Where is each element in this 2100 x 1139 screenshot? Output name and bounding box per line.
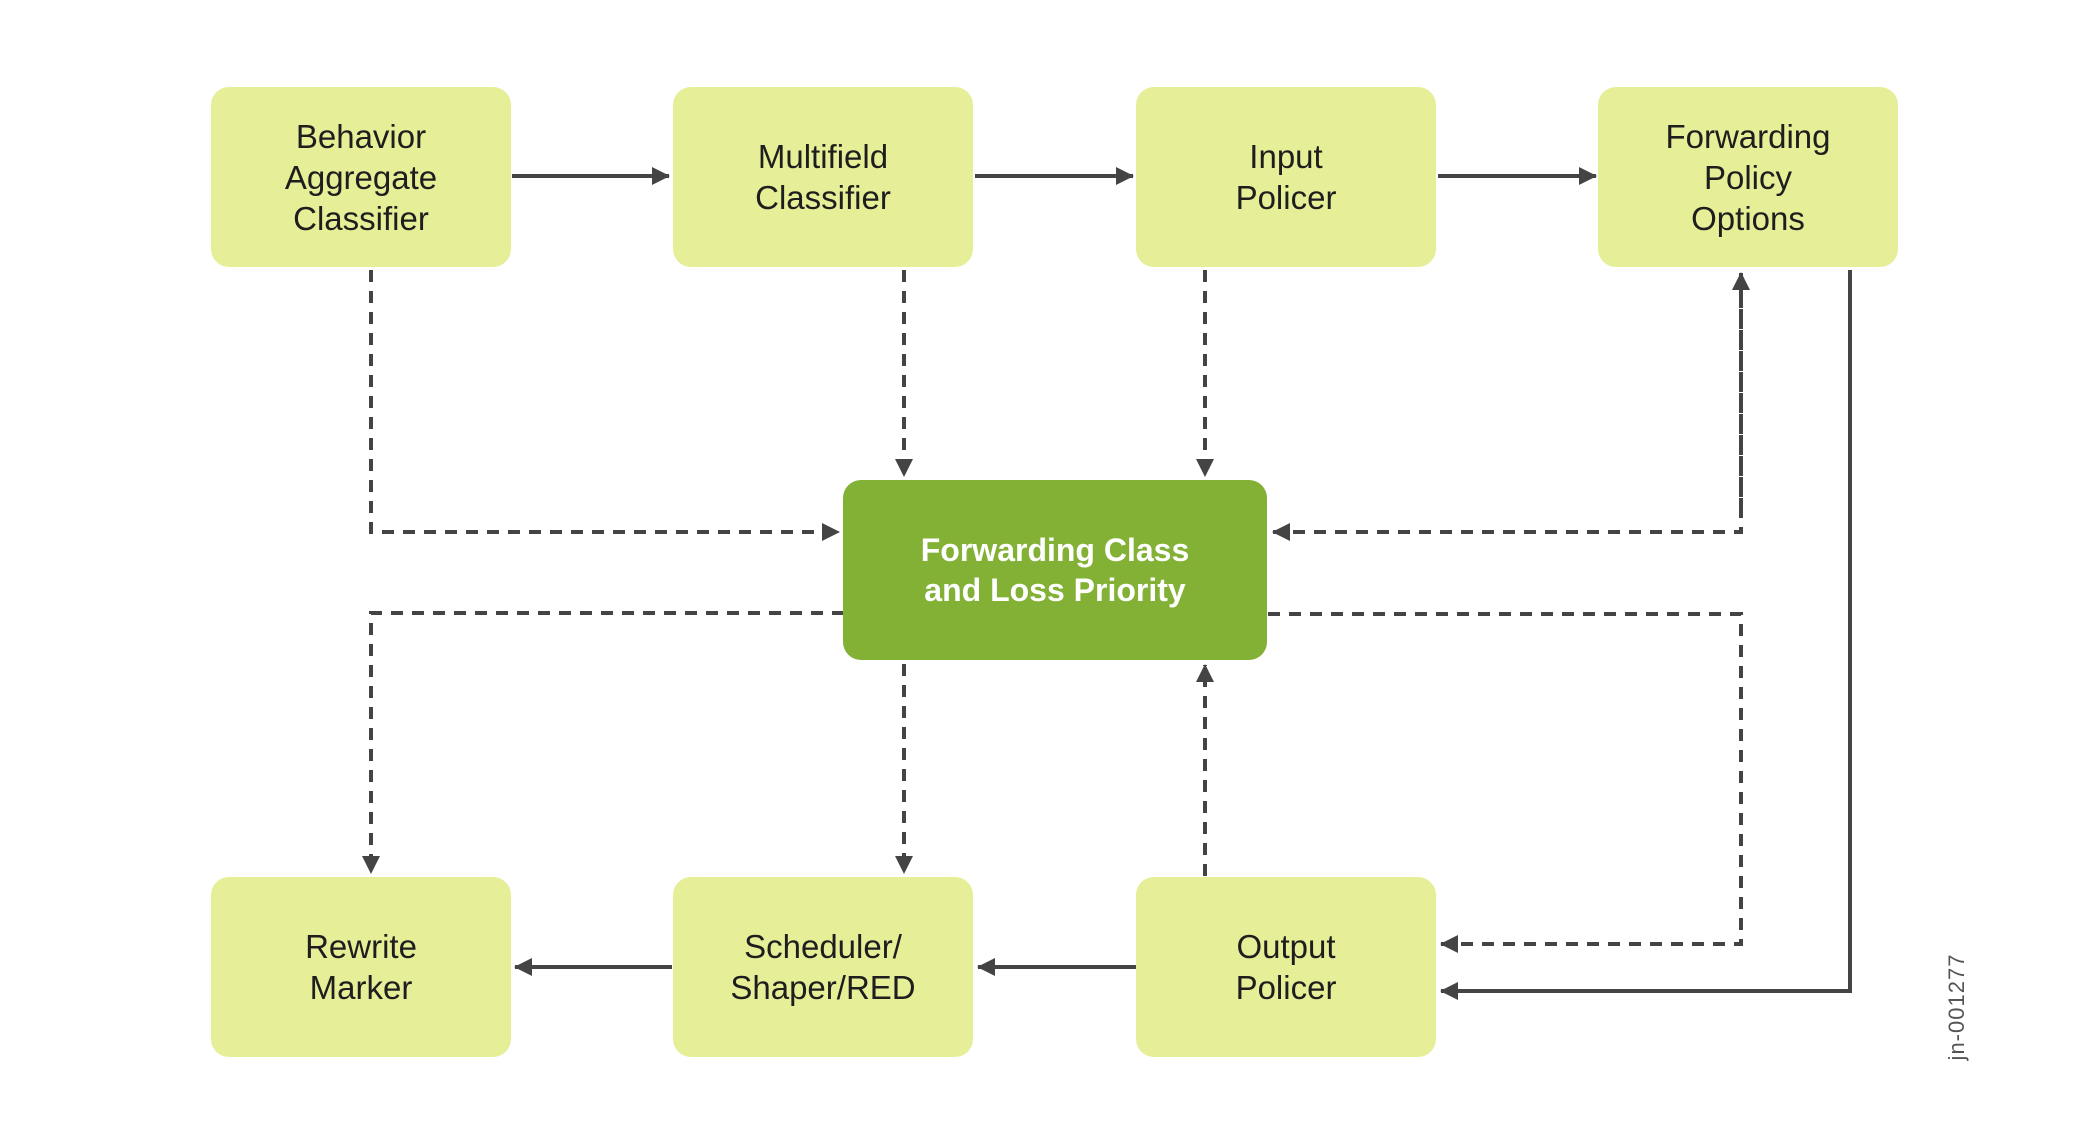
edge-ba-to-fc-lp <box>369 270 840 541</box>
solid-connectors <box>512 167 1852 1000</box>
edge-fwd-policy-to-fc-lp <box>1272 296 1743 541</box>
dashed-connectors <box>362 270 1750 953</box>
node-rewrite-marker: Rewrite Marker <box>211 877 511 1057</box>
node-label: Output Policer <box>1235 928 1337 1006</box>
node-forwarding-class-loss-priority: Forwarding Class and Loss Priority <box>843 480 1267 660</box>
edge-fc-lp-to-rewrite <box>362 611 844 874</box>
node-multifield-classifier: Multifield Classifier <box>673 87 973 267</box>
node-label: Behavior Aggregate Classifier <box>284 117 438 237</box>
node-output-policer: Output Policer <box>1136 877 1436 1057</box>
node-scheduler-shaper-red: Scheduler/ Shaper/RED <box>673 877 973 1057</box>
node-label: Multifield Classifier <box>755 138 891 216</box>
node-behavior-aggregate-classifier: Behavior Aggregate Classifier <box>211 87 511 267</box>
figure-id-watermark: jn-001277 <box>1944 953 1969 1061</box>
node-label: Scheduler/ Shaper/RED <box>730 928 916 1006</box>
node-forwarding-policy-options: Forwarding Policy Options <box>1598 87 1898 267</box>
node-label: Rewrite Marker <box>305 928 417 1006</box>
edge-fwd-policy-to-output-policer <box>1440 270 1852 1000</box>
node-label: Forwarding Policy Options <box>1665 117 1831 237</box>
node-label: Input Policer <box>1235 138 1337 216</box>
node-input-policer: Input Policer <box>1136 87 1436 267</box>
edge-fc-lp-to-output-policer <box>1268 612 1743 953</box>
node-label: Forwarding Class and Loss Priority <box>920 532 1190 608</box>
